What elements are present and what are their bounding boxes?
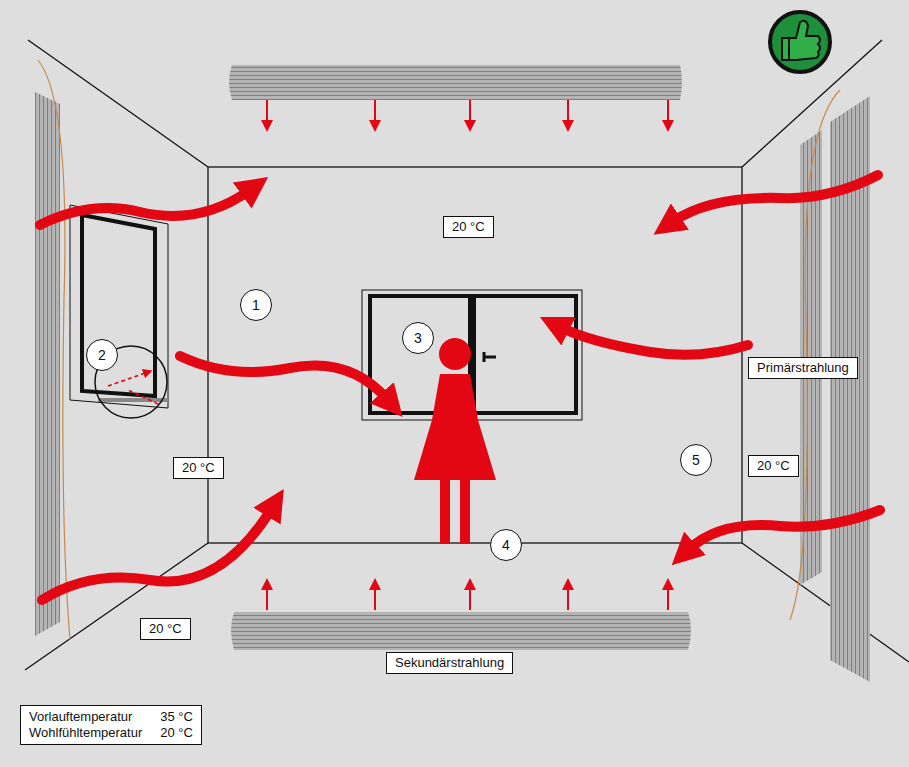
- up-arrow: [567, 584, 569, 610]
- callout-text: 3: [414, 330, 422, 346]
- up-arrow: [374, 584, 376, 610]
- callout-text: 2: [98, 347, 106, 363]
- dashed-arrow: [108, 372, 148, 386]
- label-text: 20 °C: [160, 725, 193, 741]
- callout-number: 1: [240, 289, 272, 321]
- wave-arrow: [40, 190, 250, 225]
- label-text: Vorlauftemperatur: [29, 709, 142, 725]
- wave-arrows: [40, 175, 880, 600]
- window-sash: [82, 215, 155, 396]
- detail-circle: [95, 346, 167, 418]
- person-figure: [414, 338, 496, 544]
- callout-text: 4: [502, 537, 510, 553]
- wave-arrow: [560, 327, 748, 355]
- person-head: [439, 338, 471, 370]
- label-text: 35 °C: [160, 709, 193, 725]
- ceiling-heater: [229, 65, 682, 100]
- wave-arrow: [688, 510, 880, 550]
- callout-text: 5: [692, 452, 700, 468]
- edge-line: [742, 543, 909, 662]
- floor-heater: [231, 612, 691, 650]
- up-arrow: [469, 584, 471, 610]
- down-arrow: [374, 100, 376, 126]
- radiation-label-box: Primärstrahlung: [748, 357, 858, 379]
- label-text: Sekundärstrahlung: [395, 655, 504, 670]
- label-text: 20 °C: [757, 458, 790, 473]
- window-handle: [484, 356, 496, 359]
- radiation-arrows: [267, 100, 668, 610]
- curve-line: [38, 60, 70, 640]
- callout-number: 4: [490, 529, 522, 561]
- person-dress: [414, 374, 496, 480]
- reflection-arrows: [108, 372, 158, 404]
- radiation-label-box: Sekundärstrahlung: [386, 652, 513, 674]
- temperature-box: 20 °C: [173, 457, 224, 479]
- down-arrow: [567, 100, 569, 126]
- person-leg: [460, 478, 470, 544]
- callout-number: 2: [86, 339, 118, 371]
- dashed-line: [128, 390, 158, 404]
- person-leg: [440, 478, 450, 544]
- legend-box: Vorlauftemperatur 35 °C Wohlfühltemperatur…: [20, 705, 202, 745]
- wall-heater: [35, 92, 60, 636]
- window-sill: [98, 398, 168, 402]
- curve-line: [790, 90, 840, 620]
- label-text: 20 °C: [452, 219, 485, 234]
- side-window: [70, 205, 168, 418]
- label-text: 20 °C: [149, 621, 182, 636]
- temperature-box: 20 °C: [748, 455, 799, 477]
- wave-arrow: [180, 356, 388, 400]
- room-edges: [25, 40, 909, 670]
- label-text: Primärstrahlung: [757, 360, 849, 375]
- temperature-box: 20 °C: [443, 216, 494, 238]
- icon-thumb: [788, 21, 820, 60]
- callout-number: 5: [680, 444, 712, 476]
- callout-text: 1: [252, 297, 260, 313]
- thumbs-up-icon: [770, 12, 830, 72]
- label-text: 20 °C: [182, 460, 215, 475]
- label-text: Wohlfühltemperatur: [29, 725, 142, 741]
- callout-number: 3: [402, 322, 434, 354]
- down-arrow: [266, 100, 268, 126]
- down-arrow: [667, 100, 669, 126]
- icon-cuff: [782, 38, 789, 60]
- window-sash: [474, 296, 576, 413]
- up-arrow: [266, 584, 268, 610]
- icon-circle: [770, 12, 830, 72]
- temperature-box: 20 °C: [140, 618, 191, 640]
- wave-arrow: [672, 175, 878, 222]
- up-arrow: [667, 584, 669, 610]
- down-arrow: [469, 100, 471, 126]
- wave-arrow: [42, 508, 272, 600]
- wall-edge-curves: [38, 60, 840, 640]
- window-outline: [70, 205, 168, 408]
